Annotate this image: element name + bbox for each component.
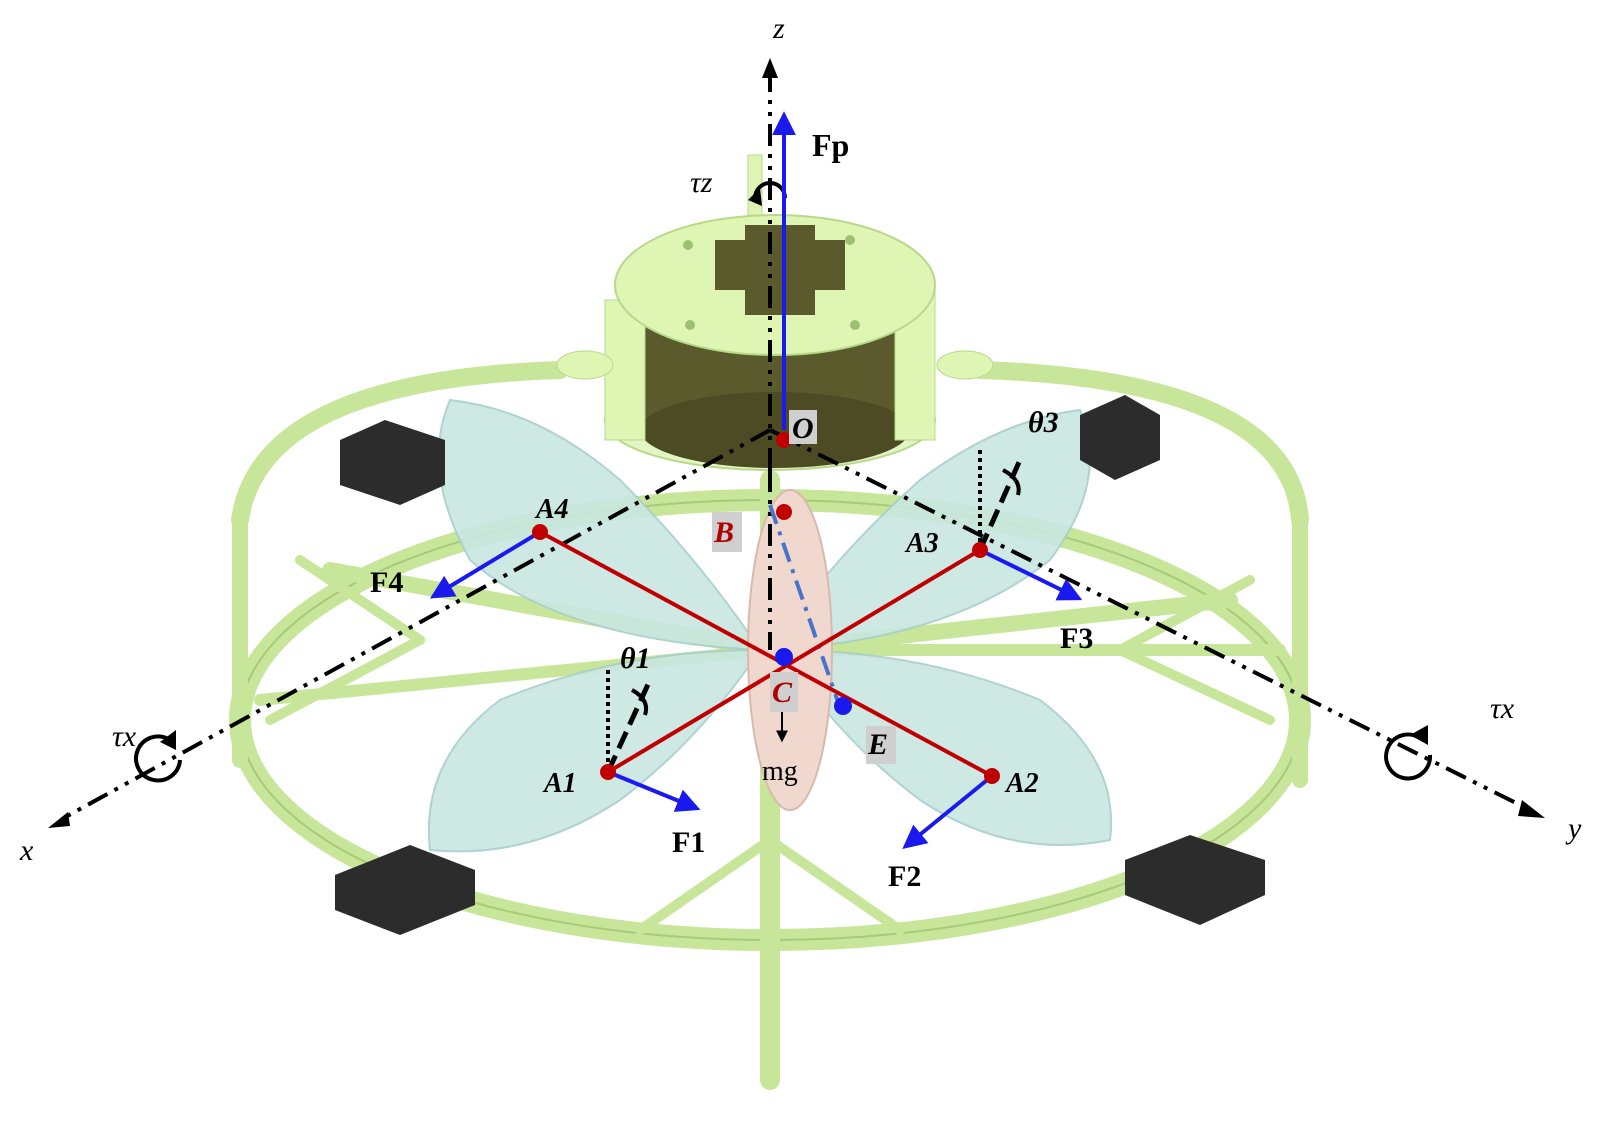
torque-z-label: τz [690,166,713,199]
y-axis [769,428,1531,812]
motor-housing [556,154,994,471]
z-axis-arrowhead [762,58,778,78]
x-axis-arrowhead [48,812,70,828]
force-f1-label: F1 [672,826,705,859]
cross-cutout [715,225,845,315]
brace-1 [295,555,425,645]
screw-hole-1 [683,240,693,250]
point-a1-label: A1 [542,768,577,799]
force-arrows [429,111,1083,850]
screw-hole-3 [685,320,695,330]
y-axis-arrowhead [1518,800,1545,818]
force-f2-arrow [902,774,994,850]
pad-top-left [340,420,445,505]
torque-x-right-circle [1384,732,1433,781]
point-a3 [972,542,988,558]
upper-arc-left [231,361,569,529]
point-o [776,432,792,448]
point-a2-label: A2 [1004,768,1039,799]
wings [427,398,1113,853]
force-mg-label: mg [762,756,798,787]
point-a4-label: A4 [534,494,569,525]
theta1-arc [630,688,649,716]
torque-x-left-circle [134,734,182,783]
label-c-bg [770,672,798,712]
theta3-arc [1002,468,1021,496]
pad-bottom-right [1125,835,1265,925]
force-f2-label: F2 [888,860,921,893]
point-a3-label: A3 [904,528,939,559]
label-e-bg [866,726,896,764]
torque-z-arrow [748,188,762,206]
torque-x-left-arrow [160,730,176,750]
brace-5 [635,835,775,935]
mount-tab-left [556,350,614,380]
point-a4 [532,524,548,540]
torque-x-left-label: τx [112,720,137,753]
arms [539,530,993,778]
mount-tab-right [936,350,994,380]
pad-bottom-left [335,845,475,935]
torque-x-right-label: τx [1490,692,1515,725]
force-f3-label: F3 [1060,622,1093,655]
theta1-wing-line [605,678,653,774]
torque-x-right-arrow [1410,725,1428,745]
point-a1 [600,764,616,780]
force-f4-label: F4 [370,566,403,599]
motor-bottom [640,392,910,468]
label-o-bg [789,410,817,444]
arm-a1-a3 [606,548,982,774]
point-c-label: C [772,676,793,709]
force-f3-arrow [979,548,1083,601]
brace-2 [265,635,425,725]
pad-top-right [1080,395,1160,480]
axis-x-label: x [19,834,34,867]
brace-3 [1115,575,1255,655]
point-e-label: E [867,728,888,761]
brace-4 [1115,645,1275,725]
labels: z x y τx τx τz Fp F4 F3 F1 F2 mg O B C E… [19,12,1582,893]
angle-theta3-label: θ3 [1028,406,1059,439]
force-f1-arrow [607,770,701,812]
label-b-bg [712,512,742,552]
axes [59,70,1531,822]
point-b [776,504,792,520]
force-fp-label: Fp [812,127,849,163]
angle-markers [605,450,1023,774]
upper-arc-right [971,361,1309,529]
point-c [775,648,793,666]
line-b-e [768,504,840,703]
point-b-label: B [713,516,734,549]
axis-y-label: y [1565,812,1582,845]
arm-a4-a2 [539,530,993,778]
brace-6 [765,835,905,935]
screw-hole-4 [850,320,860,330]
point-o-label: O [792,412,814,445]
points [532,432,1000,784]
screw-hole-2 [845,235,855,245]
point-e [834,697,852,715]
axis-z-label: z [772,12,785,45]
angle-theta1-label: θ1 [620,642,651,675]
force-f4-arrow [429,530,542,599]
point-a2 [984,768,1000,784]
foam-pads [335,395,1265,935]
